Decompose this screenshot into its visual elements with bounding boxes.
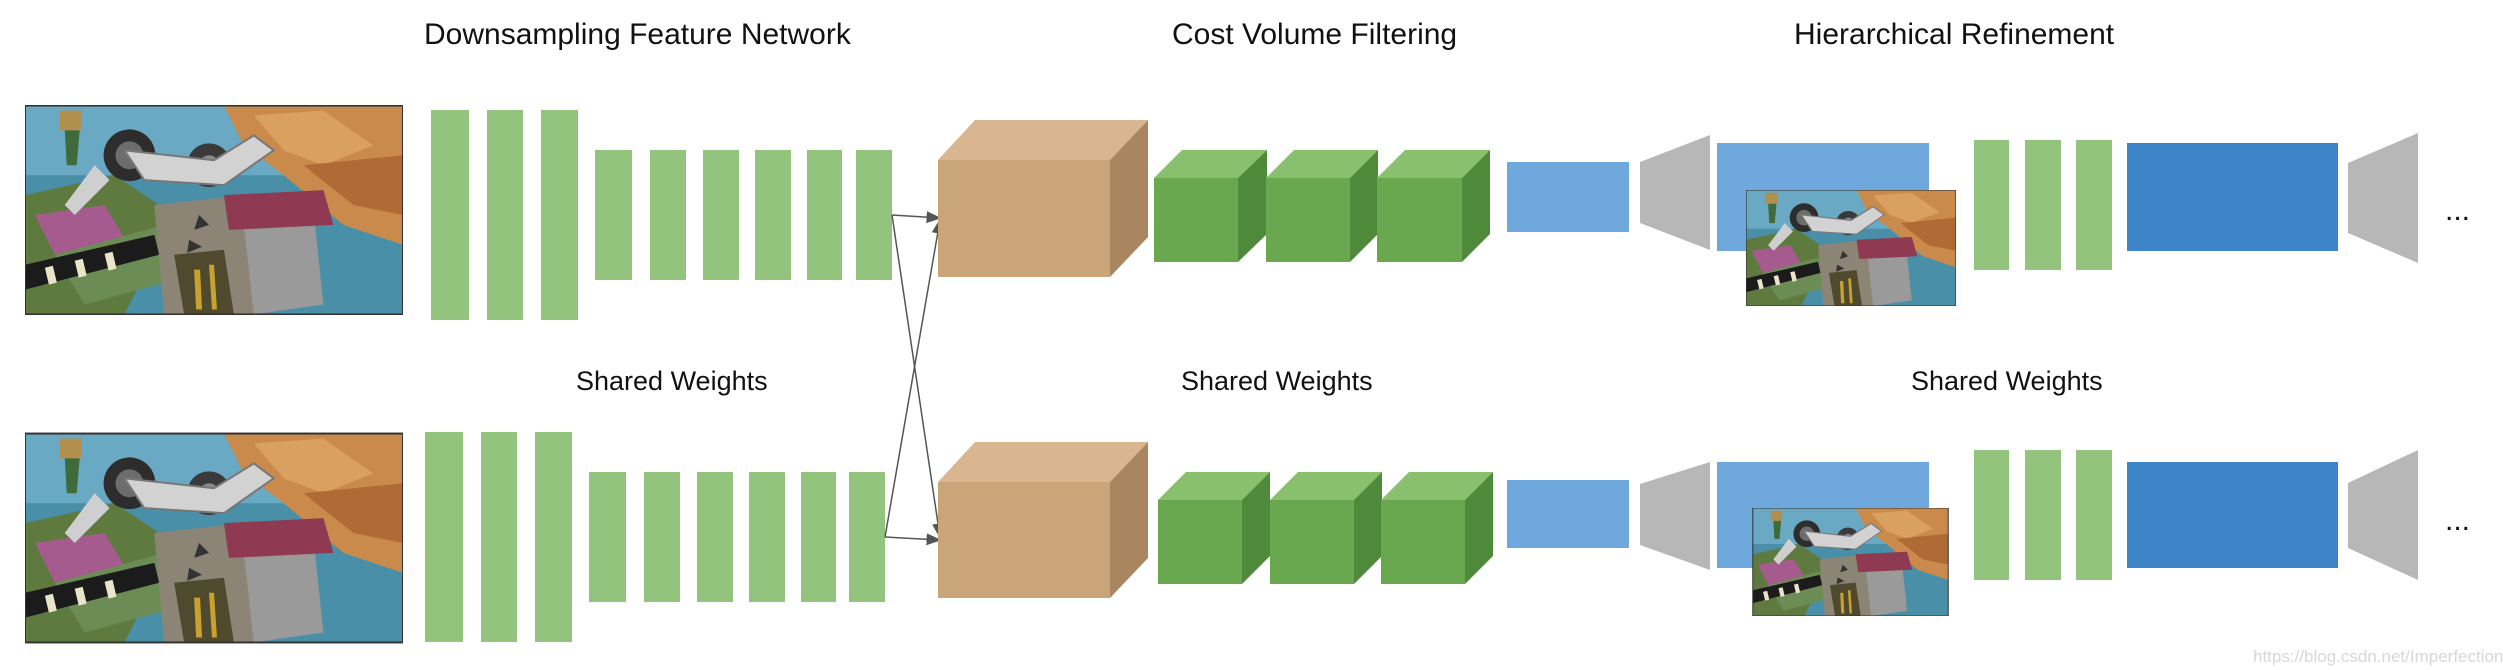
- feature-layer: [801, 472, 836, 602]
- feature-layer: [849, 472, 885, 602]
- final-upsample-trapezoid-bottom: [2348, 450, 2418, 580]
- filter-cube: [1154, 150, 1267, 262]
- arrow-bottom-to-bottom: [884, 533, 942, 546]
- feature-layer: [535, 432, 572, 642]
- feature-layer: [755, 150, 791, 280]
- filter-cube: [1377, 150, 1490, 262]
- shared-weights-refine: Shared Weights: [1911, 366, 2103, 396]
- feature-layer: [541, 110, 578, 320]
- feature-layer: [650, 150, 686, 280]
- refine-layer: [2025, 450, 2061, 580]
- feature-network-top: [431, 110, 892, 320]
- continuation-ellipsis-top: ...: [2445, 194, 2470, 227]
- cost-volume-top: [938, 120, 1148, 277]
- arrow-top-to-top: [891, 211, 942, 224]
- heading-refinement: Hierarchical Refinement: [1794, 18, 2115, 51]
- cost-volume-bottom: [938, 442, 1148, 598]
- filter-cube: [1381, 472, 1493, 584]
- feature-layer: [807, 150, 842, 280]
- upsample-trapezoid-bottom: [1640, 462, 1710, 570]
- feature-layer: [697, 472, 733, 602]
- left-input-image: [25, 105, 403, 315]
- feature-network-bottom: [425, 432, 885, 642]
- refine-layer: [1974, 140, 2009, 270]
- arrow-bottom-to-top: [884, 218, 944, 538]
- feature-layer: [431, 110, 469, 320]
- refine-input-image-bottom: [1752, 508, 1949, 616]
- refinement-layers-bottom: [1974, 450, 2112, 580]
- refined-disparity-top: [2127, 143, 2338, 251]
- refine-layer: [2025, 140, 2061, 270]
- feature-layer: [481, 432, 517, 642]
- shared-weights-cost: Shared Weights: [1181, 366, 1373, 396]
- feature-layer: [425, 432, 463, 642]
- disparity-block-top: [1507, 162, 1629, 232]
- refinement-layers-top: [1974, 140, 2112, 270]
- continuation-ellipsis-bottom: ...: [2445, 504, 2470, 537]
- watermark: https://blog.csdn.net/Imperfection: [2253, 647, 2503, 666]
- heading-feature-network: Downsampling Feature Network: [424, 18, 852, 51]
- feature-layer: [589, 472, 626, 602]
- feature-layer: [644, 472, 680, 602]
- filter-cube: [1266, 150, 1378, 262]
- refine-layer: [2076, 140, 2112, 270]
- refine-layer: [1974, 450, 2009, 580]
- feature-layer: [487, 110, 523, 320]
- disparity-block-bottom: [1507, 480, 1629, 548]
- upsample-trapezoid-top: [1640, 135, 1710, 250]
- shared-weights-feature: Shared Weights: [576, 366, 768, 396]
- refined-disparity-bottom: [2127, 462, 2338, 568]
- cost-filter-cubes-bottom: [1158, 472, 1493, 584]
- filter-cube: [1158, 472, 1270, 584]
- refine-input-image-top: [1746, 190, 1956, 306]
- feature-layer: [856, 150, 892, 280]
- feature-layer: [703, 150, 739, 280]
- refine-layer: [2076, 450, 2112, 580]
- feature-layer: [595, 150, 632, 280]
- heading-cost-volume: Cost Volume Filtering: [1172, 18, 1457, 51]
- cost-filter-cubes-top: [1154, 150, 1490, 262]
- right-input-image: [25, 432, 403, 644]
- final-upsample-trapezoid-top: [2348, 133, 2418, 263]
- feature-layer: [749, 472, 785, 602]
- filter-cube: [1270, 472, 1382, 584]
- cross-connections: [884, 211, 944, 546]
- arrow-top-to-bottom: [891, 214, 944, 539]
